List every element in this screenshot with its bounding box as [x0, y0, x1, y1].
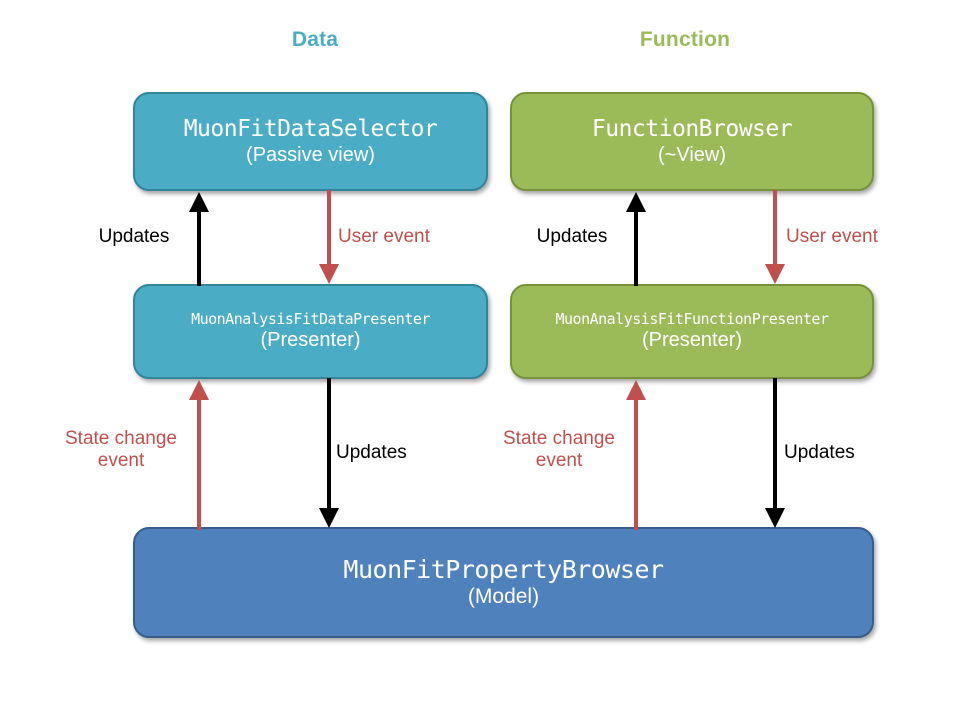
arrow-data-view-user-event: [316, 190, 342, 286]
edge-label-state-change-event-data: State change event: [65, 428, 177, 471]
arrow-function-presenter-updates-model: [762, 378, 788, 530]
arrow-function-presenter-updates-view: [623, 190, 649, 286]
node-title: FunctionBrowser: [591, 116, 793, 143]
node-function-browser[interactable]: FunctionBrowser (~View): [510, 92, 874, 191]
node-muon-fit-property-browser[interactable]: MuonFitPropertyBrowser (Model): [133, 527, 874, 638]
edge-label-user-event-function: User event: [786, 226, 878, 247]
arrow-data-presenter-updates-model: [316, 378, 342, 530]
node-subtitle: (Model): [467, 585, 540, 609]
node-subtitle: (~View): [658, 143, 726, 166]
edge-label-updates-data-view: Updates: [98, 226, 170, 247]
node-title: MuonAnalysisFitFunctionPresenter: [555, 309, 829, 328]
arrow-data-presenter-updates-view: [186, 190, 212, 286]
column-header-data: Data: [291, 28, 339, 51]
node-title: MuonAnalysisFitDataPresenter: [191, 309, 430, 328]
arrow-model-state-change-data: [186, 378, 212, 530]
arrow-model-state-change-function: [623, 378, 649, 530]
arrow-function-view-user-event: [762, 190, 788, 286]
node-title: MuonFitPropertyBrowser: [343, 554, 664, 584]
node-subtitle: (Passive view): [246, 143, 375, 166]
column-header-function: Function: [639, 28, 731, 51]
node-muon-analysis-fit-data-presenter[interactable]: MuonAnalysisFitDataPresenter (Presenter): [133, 284, 488, 379]
edge-label-state-change-event-function: State change event: [503, 428, 615, 471]
edge-label-user-event-data: User event: [338, 226, 430, 247]
node-subtitle: (Presenter): [641, 329, 743, 352]
edge-label-updates-data-model: Updates: [336, 442, 407, 463]
edge-label-updates-function-view: Updates: [536, 226, 608, 247]
node-subtitle: (Presenter): [260, 329, 361, 352]
node-muon-fit-data-selector[interactable]: MuonFitDataSelector (Passive view): [133, 92, 488, 191]
node-muon-analysis-fit-function-presenter[interactable]: MuonAnalysisFitFunctionPresenter (Presen…: [510, 284, 874, 379]
node-title: MuonFitDataSelector: [183, 116, 438, 143]
edge-label-updates-function-model: Updates: [784, 442, 855, 463]
